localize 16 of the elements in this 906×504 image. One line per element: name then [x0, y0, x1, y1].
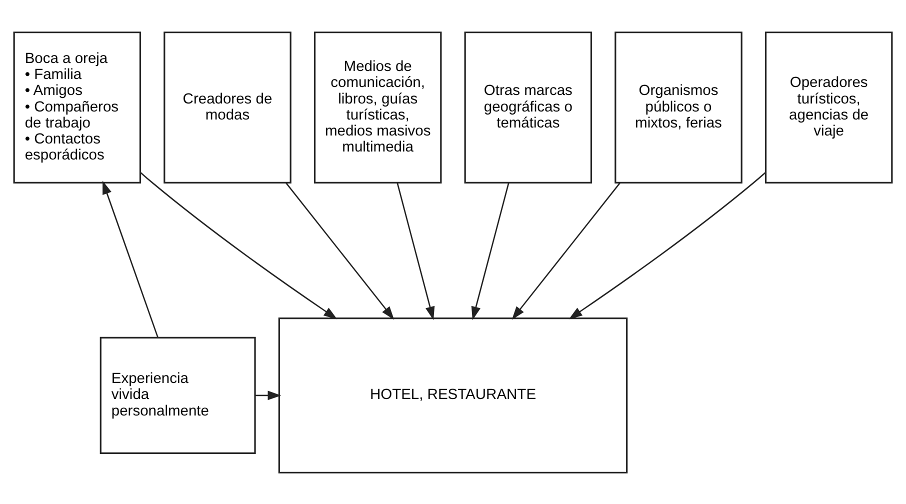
arrow: [140, 171, 338, 319]
node-box: Otras marcas geográficas o temáticas: [464, 31, 592, 183]
node-box: Organismos públicos o mixtos, ferias: [614, 31, 742, 183]
arrow: [255, 390, 282, 400]
node-box: Medios de comunicación, libros, guías turísticas, medios masivos multimedia: [314, 31, 442, 183]
arrow: [102, 180, 159, 338]
node-box: Creadores de modas: [164, 31, 292, 183]
arrow: [568, 171, 766, 319]
node-box: HOTEL, RESTAURANTE: [278, 316, 628, 473]
node-box: Operadores turísticos, agencias de viaje: [764, 31, 893, 183]
node-box: Boca a oreja • Familia • Amigos • Compañeros de trabajo • Contactos esporádicos: [13, 31, 142, 183]
arrow: [396, 182, 435, 320]
arrow: [512, 182, 621, 320]
node-box: Experiencia vivida personalmente: [100, 336, 256, 454]
arrow: [471, 182, 510, 320]
arrow: [285, 182, 394, 320]
